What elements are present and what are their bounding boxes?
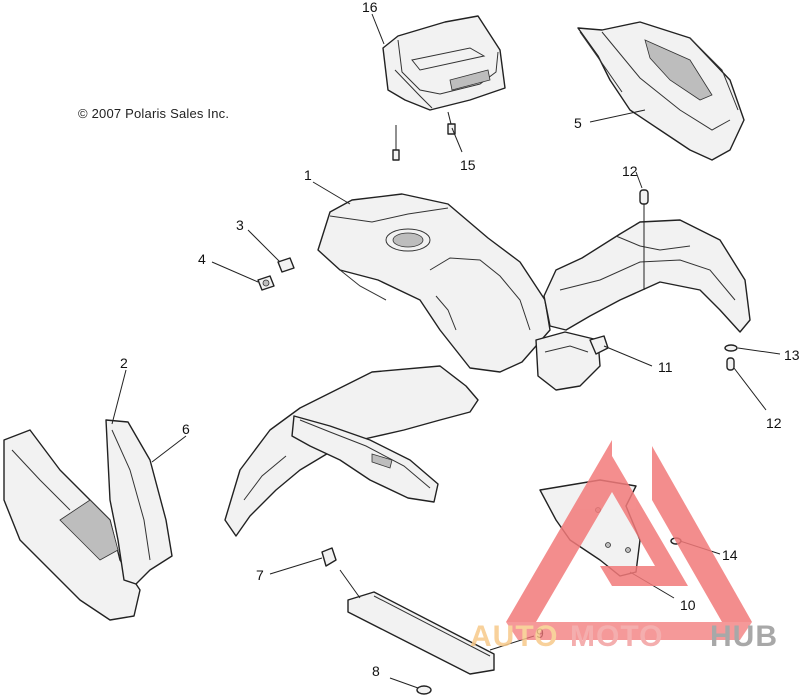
part-2-side-panel: [3, 429, 141, 621]
part-6-side-panel: [105, 419, 173, 585]
callout-7: 7: [256, 567, 264, 583]
part-12-screw-top: [639, 189, 649, 290]
part-16-cover: [382, 15, 506, 111]
watermark: AUTO MOTO HUB: [470, 440, 778, 653]
callout-12-bottom: 12: [766, 415, 782, 431]
part-4-rivet: [257, 275, 275, 291]
callout-1: 1: [304, 167, 312, 183]
callout-14: 14: [722, 547, 738, 563]
watermark-auto: AUTO: [470, 620, 558, 653]
watermark-moto: MOTO: [570, 620, 663, 653]
callout-4: 4: [198, 251, 206, 267]
part-5-cover: [577, 21, 745, 161]
callout-8: 8: [372, 663, 380, 679]
callout-6: 6: [182, 421, 190, 437]
callout-16: 16: [362, 0, 378, 15]
part-3-clip: [277, 257, 295, 273]
callout-12-top: 12: [622, 163, 638, 179]
callout-15: 15: [460, 157, 476, 173]
callout-11: 11: [658, 359, 673, 375]
callout-5: 5: [574, 115, 582, 131]
part-12-screw-bottom: [726, 357, 735, 371]
watermark-triangle-base: [506, 622, 752, 640]
copyright-notice: © 2007 Polaris Sales Inc.: [78, 106, 230, 121]
watermark-triangle-right: [652, 446, 752, 622]
callout-3: 3: [236, 217, 244, 233]
watermark-hub: HUB: [710, 620, 778, 653]
watermark-triangle: [506, 440, 688, 622]
callout-10: 10: [680, 597, 696, 613]
part-15-clip: [392, 111, 456, 161]
part-13-washer: [724, 344, 738, 352]
part-1-front-body: [224, 193, 751, 537]
part-7-clip: [321, 547, 337, 567]
part-9-plate: [347, 591, 495, 675]
callout-2: 2: [120, 355, 128, 371]
part-8-screw: [416, 685, 432, 695]
callout-13: 13: [784, 347, 800, 363]
